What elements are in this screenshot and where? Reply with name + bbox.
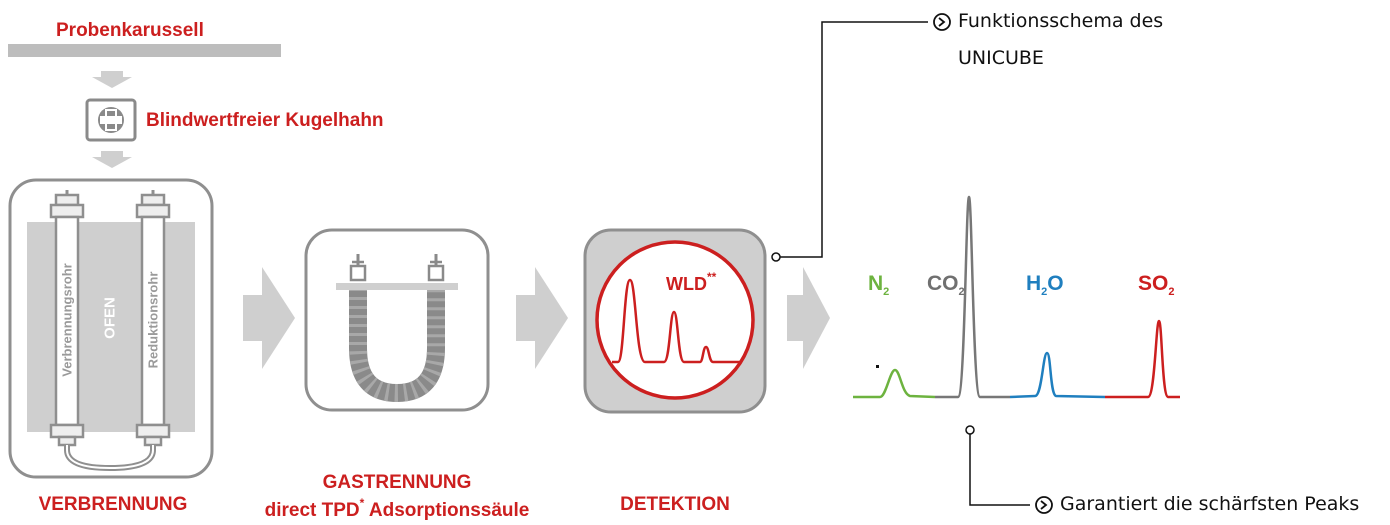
arrow-down-icon bbox=[92, 71, 132, 88]
carousel-label: Probenkarussell bbox=[56, 20, 204, 41]
chromatogram-co2-trace bbox=[935, 195, 1010, 399]
callout-peaks-text: Garantiert die schärfsten Peaks bbox=[1060, 493, 1360, 515]
arrow-right-icon bbox=[787, 267, 830, 369]
chromatogram-h2o-trace bbox=[1009, 351, 1106, 399]
carousel-bar bbox=[8, 44, 281, 57]
detection-stage-label: DETEKTION bbox=[620, 494, 730, 515]
furnace-label: OFEN bbox=[102, 297, 119, 339]
combustion-module: Verbrennungsrohr Reduktionsrohr OFEN bbox=[8, 178, 214, 479]
reduction-tube-label: Reduktionsrohr bbox=[146, 272, 161, 369]
detection-module bbox=[583, 228, 767, 414]
peak-label-n2: N2 bbox=[868, 272, 890, 298]
callout-schema-line2: UNICUBE bbox=[958, 47, 1044, 69]
chromatogram-dot bbox=[876, 365, 879, 368]
ball-valve-icon bbox=[85, 98, 137, 142]
peak-label-co2: CO2 bbox=[927, 272, 965, 298]
separation-stage-subtitle: direct TPD* Adsorptionssäule bbox=[265, 496, 530, 522]
arrow-right-icon bbox=[516, 267, 568, 369]
peak-label-h2o: H2O bbox=[1026, 272, 1064, 298]
detector-footnote-mark: ** bbox=[706, 270, 717, 284]
separation-pre-text: direct TPD bbox=[264, 500, 360, 521]
combustion-tube-label: Verbrennungsrohr bbox=[60, 263, 75, 376]
arrow-down-icon bbox=[92, 151, 132, 168]
chromatogram-so2-trace bbox=[1105, 319, 1180, 399]
combustion-stage-label: VERBRENNUNG bbox=[38, 494, 188, 515]
callout-schema-connector bbox=[771, 21, 928, 262]
separation-stage-title: GASTRENNUNG bbox=[322, 472, 472, 493]
detector-label: WLD** bbox=[666, 270, 716, 295]
chevron-circle-right-icon bbox=[1035, 496, 1053, 514]
separation-footnote-mark: * bbox=[359, 496, 365, 510]
separation-module bbox=[304, 228, 490, 412]
ball-valve-label: Blindwertfreier Kugelhahn bbox=[146, 110, 384, 131]
chromatogram bbox=[853, 195, 1180, 399]
chevron-circle-right-icon bbox=[933, 13, 951, 31]
separation-post-text: Adsorptionssäule bbox=[364, 500, 530, 521]
callout-peaks-connector bbox=[965, 425, 1030, 506]
callout-schema-line1: Funktionsschema des bbox=[958, 10, 1164, 32]
peak-label-so2: SO2 bbox=[1138, 272, 1175, 298]
chromatogram-n2-trace bbox=[853, 368, 936, 399]
arrow-right-icon bbox=[243, 267, 295, 369]
detector-name: WLD bbox=[666, 274, 707, 294]
